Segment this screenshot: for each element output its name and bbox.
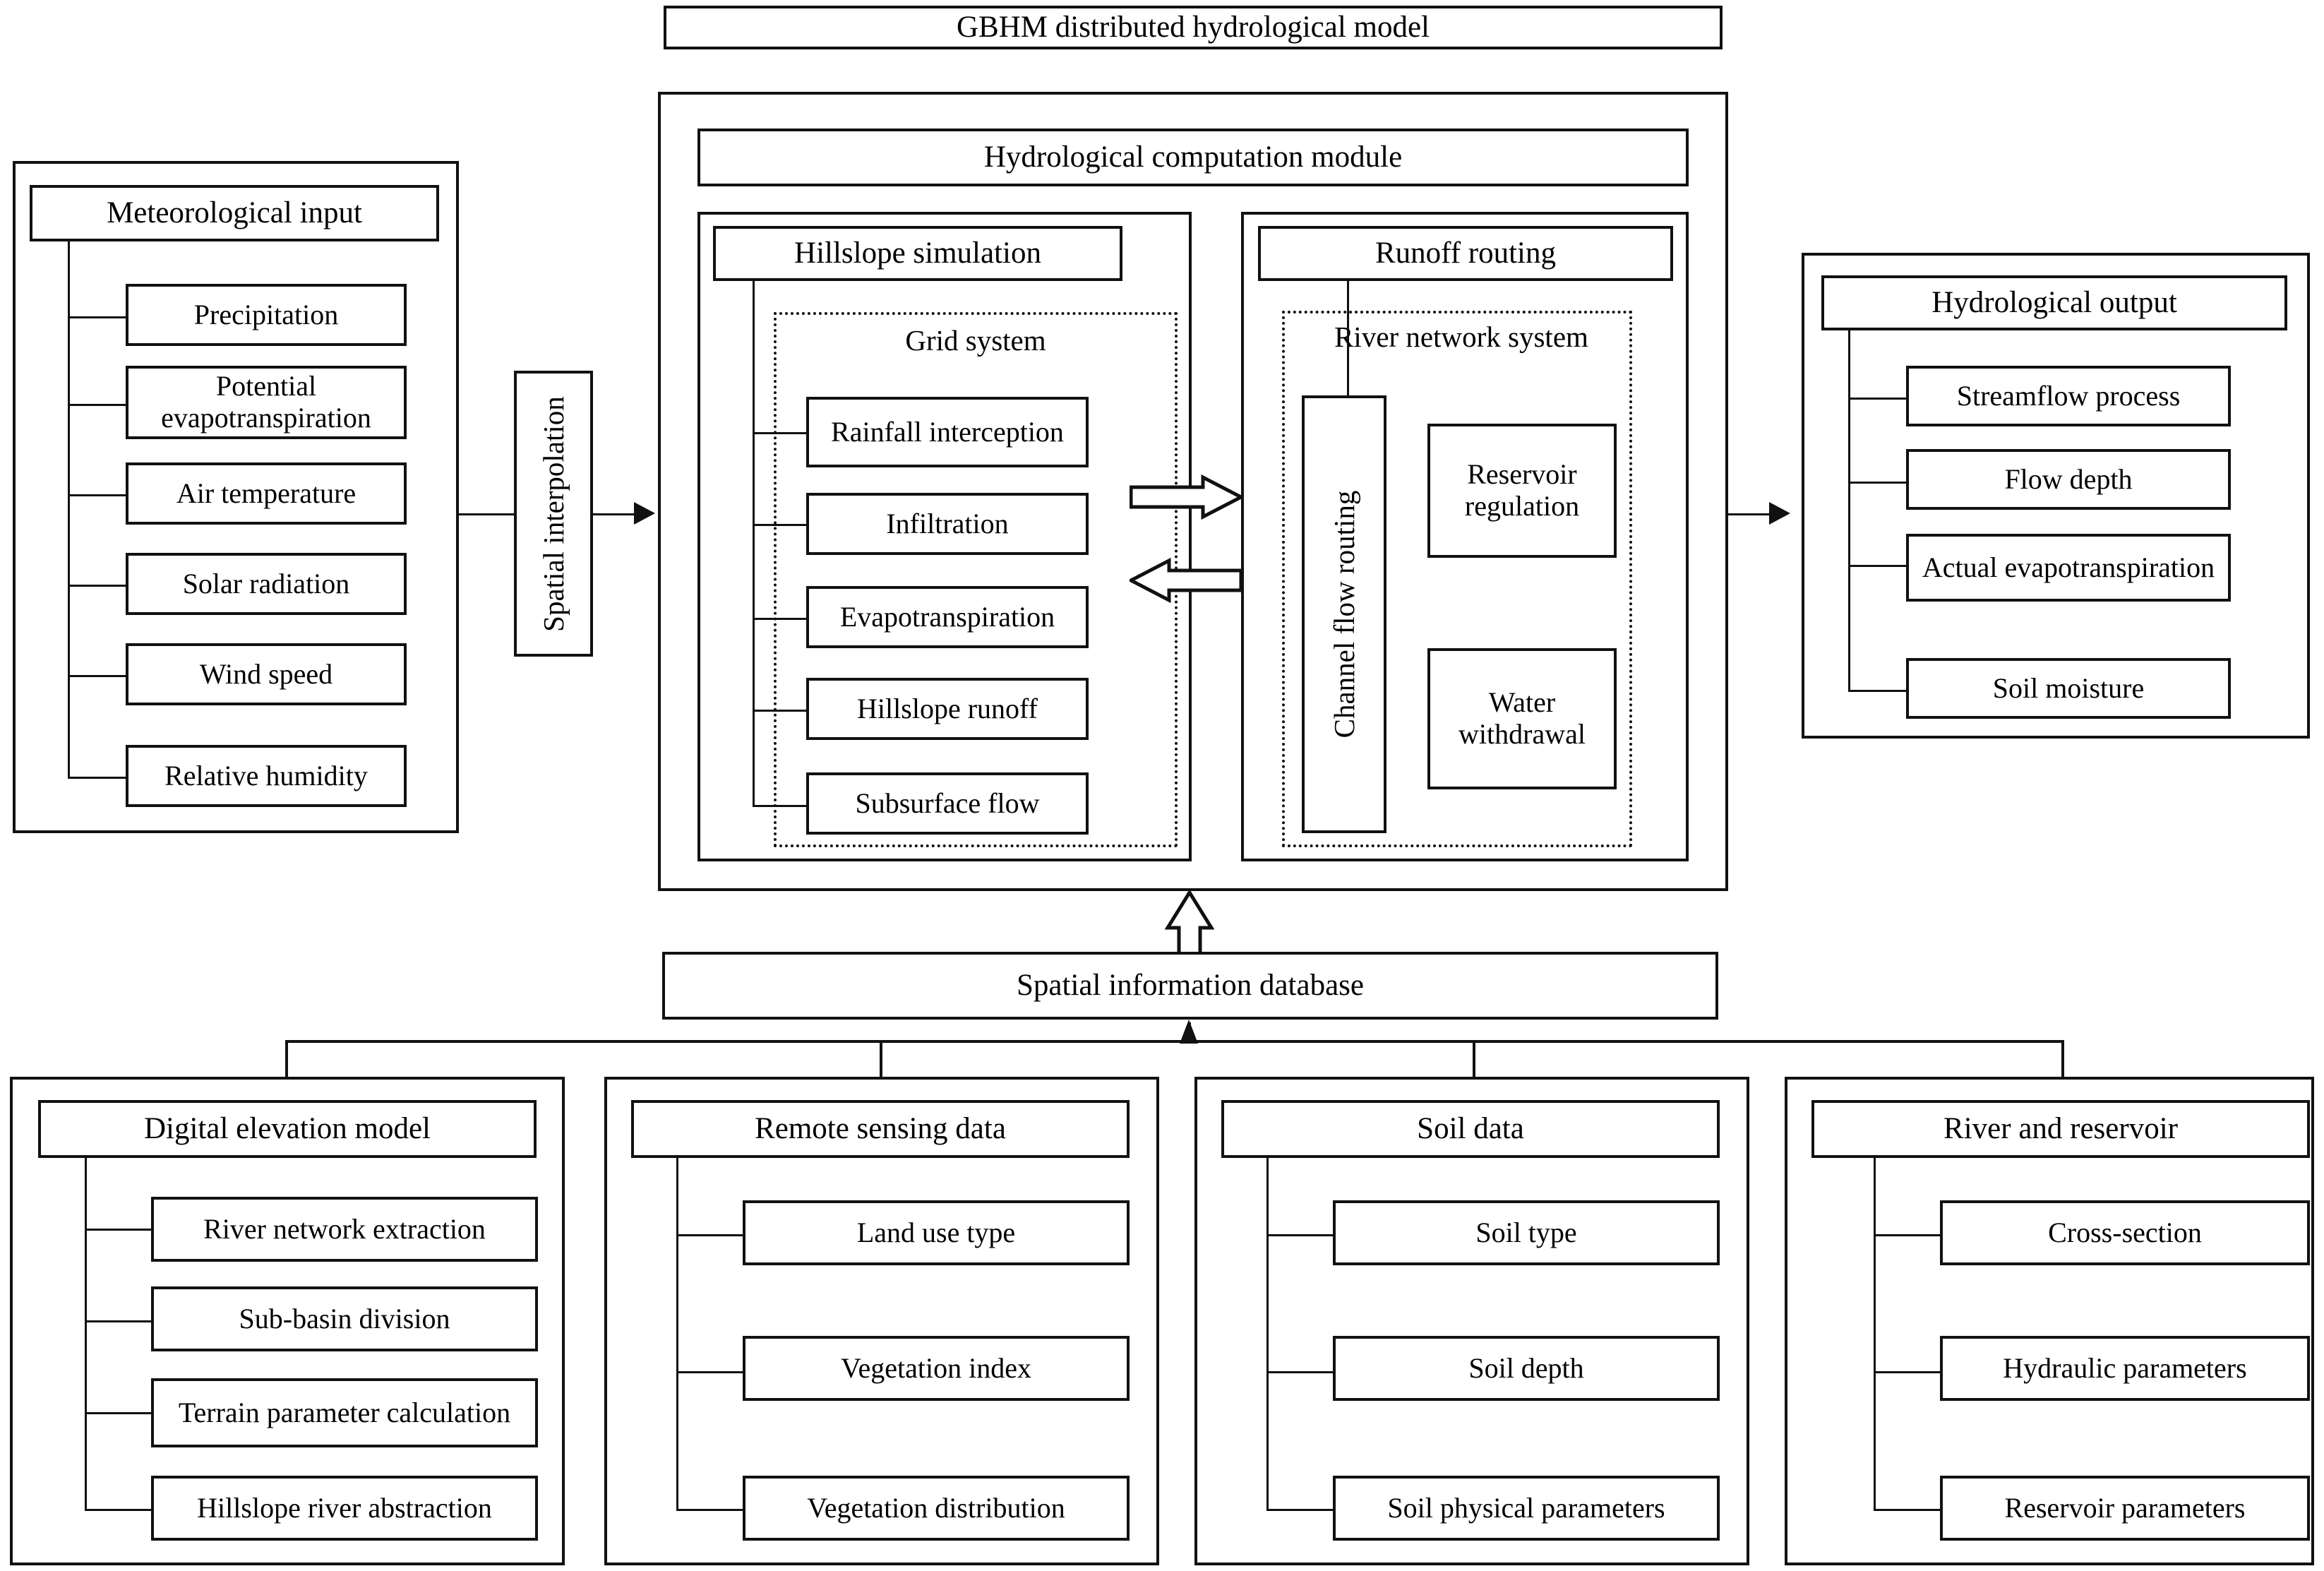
data-source-item-3-0: Cross-section	[1940, 1200, 2310, 1265]
grid-system-label: Grid system	[905, 324, 1046, 357]
data-source-branch-0-1	[85, 1320, 152, 1322]
meteorological-branch-0	[68, 316, 127, 318]
hillslope-branch-1	[753, 524, 808, 526]
hillslope-branch-3	[753, 710, 808, 712]
data-source-item-0-2: Terrain parameter calculation	[151, 1378, 538, 1447]
data-source-item-0-3: Hillslope river abstraction	[151, 1476, 538, 1541]
data-source-title-0: Digital elevation model	[38, 1100, 537, 1158]
meteorological-branch-5	[68, 777, 127, 779]
output-branch-2	[1848, 565, 1907, 567]
data-source-item-0-1: Sub-basin division	[151, 1286, 538, 1351]
data-source-item-1-2: Vegetation distribution	[743, 1476, 1130, 1541]
runoff-item-0: Reservoir regulation	[1427, 424, 1617, 558]
hillslope-item-3: Hillslope runoff	[806, 678, 1089, 740]
arrow-runoff-to-hillslope	[1130, 558, 1242, 603]
river-network-dotted-group	[1282, 311, 1632, 847]
data-source-item-1-0: Land use type	[743, 1200, 1130, 1265]
hillslope-tree-trunk	[753, 281, 755, 806]
data-source-branch-3-0	[1874, 1234, 1941, 1236]
spatial-information-database-box: Spatial information database	[662, 952, 1718, 1020]
output-item-1: Flow depth	[1906, 449, 2231, 510]
runoff-item-1: Water withdrawal	[1427, 648, 1617, 789]
interp-to-module-line	[593, 513, 644, 515]
module-title-box: Hydrological computation module	[697, 129, 1689, 186]
meteorological-item-2: Air temperature	[126, 462, 407, 525]
hillslope-item-1: Infiltration	[806, 493, 1089, 555]
output-tree-trunk	[1848, 330, 1850, 692]
data-source-item-2-1: Soil depth	[1333, 1336, 1720, 1401]
arrow-hillslope-to-runoff	[1130, 474, 1242, 520]
meteorological-item-5: Relative humidity	[126, 745, 407, 807]
data-source-branch-2-2	[1266, 1509, 1334, 1511]
data-source-item-3-2: Reservoir parameters	[1940, 1476, 2310, 1541]
meteorological-item-4: Wind speed	[126, 643, 407, 705]
output-item-2: Actual evapotranspiration	[1906, 534, 2231, 602]
hillslope-item-4: Subsurface flow	[806, 772, 1089, 835]
meteorological-branch-1	[68, 404, 127, 406]
data-source-item-3-1: Hydraulic parameters	[1940, 1336, 2310, 1401]
interp-to-module-arrowhead	[634, 502, 655, 525]
data-source-title-1: Remote sensing data	[631, 1100, 1130, 1158]
met-to-interp-line	[459, 513, 518, 515]
runoff-routing-title: Runoff routing	[1258, 226, 1673, 281]
meteorological-item-0: Precipitation	[126, 284, 407, 346]
hillslope-branch-4	[753, 805, 808, 807]
data-source-title-3: River and reservoir	[1811, 1100, 2310, 1158]
data-source-item-2-2: Soil physical parameters	[1333, 1476, 1720, 1541]
channel-flow-routing-label: Channel flow routing	[1328, 490, 1360, 739]
output-branch-1	[1848, 482, 1907, 484]
model-title-box: GBHM distributed hydrological model	[664, 6, 1723, 49]
data-source-trunk-3	[1874, 1158, 1876, 1511]
bus-to-database-arrowhead	[1180, 1020, 1198, 1044]
data-sources-bus	[285, 1040, 2064, 1043]
data-source-branch-0-0	[85, 1229, 152, 1231]
hillslope-item-2: Evapotranspiration	[806, 586, 1089, 648]
data-source-branch-0-2	[85, 1412, 152, 1414]
data-source-branch-1-1	[676, 1371, 744, 1373]
data-source-branch-3-2	[1874, 1509, 1941, 1511]
data-source-trunk-1	[676, 1158, 678, 1511]
data-source-item-1-1: Vegetation index	[743, 1336, 1130, 1401]
meteorological-item-1: Potential evapotranspiration	[126, 366, 407, 439]
hillslope-branch-2	[753, 618, 808, 620]
data-source-branch-3-1	[1874, 1371, 1941, 1373]
meteorological-branch-4	[68, 675, 127, 677]
data-source-trunk-0	[85, 1158, 87, 1511]
hillslope-simulation-title: Hillslope simulation	[713, 226, 1122, 281]
data-source-branch-2-1	[1266, 1371, 1334, 1373]
spatial-interpolation-label: Spatial interpolation	[537, 395, 570, 632]
data-source-item-2-0: Soil type	[1333, 1200, 1720, 1265]
hillslope-item-0: Rainfall interception	[806, 397, 1089, 467]
output-branch-3	[1848, 690, 1907, 692]
hydrological-output-title: Hydrological output	[1821, 275, 2287, 330]
meteorological-tree-trunk	[68, 241, 70, 778]
river-network-label: River network system	[1334, 321, 1588, 353]
meteorological-branch-3	[68, 585, 127, 587]
data-source-branch-1-2	[676, 1509, 744, 1511]
meteorological-item-3: Solar radiation	[126, 553, 407, 615]
meteorological-branch-2	[68, 494, 127, 496]
data-source-trunk-2	[1266, 1158, 1269, 1511]
data-source-branch-2-0	[1266, 1234, 1334, 1236]
grid-system-dotted-group	[774, 312, 1178, 847]
data-source-branch-1-0	[676, 1234, 744, 1236]
data-source-title-2: Soil data	[1221, 1100, 1720, 1158]
module-to-output-line	[1728, 513, 1779, 515]
data-source-item-0-0: River network extraction	[151, 1197, 538, 1262]
runoff-tree-trunk	[1347, 281, 1349, 397]
module-to-output-arrowhead	[1769, 502, 1790, 525]
hillslope-branch-0	[753, 432, 808, 434]
output-item-0: Streamflow process	[1906, 366, 2231, 426]
channel-flow-routing-box: Channel flow routing	[1302, 395, 1386, 833]
meteorological-input-title: Meteorological input	[30, 185, 439, 241]
output-branch-0	[1848, 398, 1907, 400]
spatial-interpolation-box: Spatial interpolation	[514, 371, 593, 657]
output-item-3: Soil moisture	[1906, 658, 2231, 719]
data-source-branch-0-3	[85, 1509, 152, 1511]
